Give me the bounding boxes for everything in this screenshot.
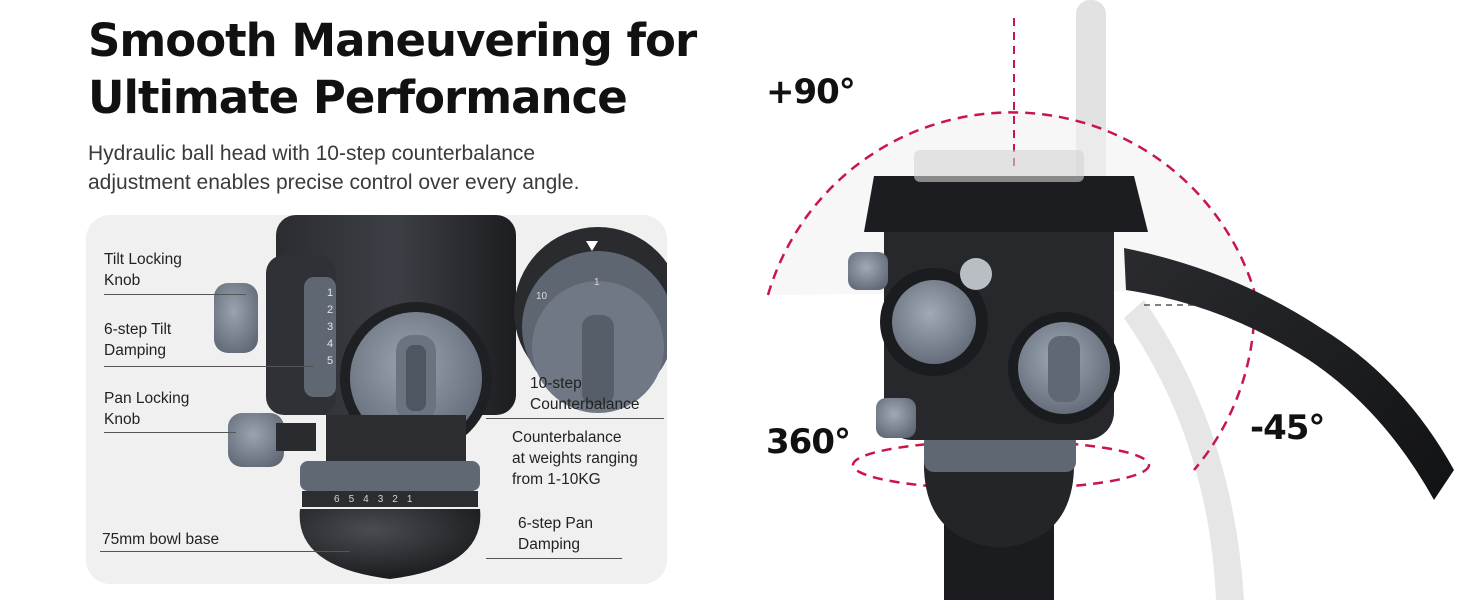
tilt-scale-mark: 2 <box>327 304 334 316</box>
callout-text: 6-step Pan <box>518 515 593 532</box>
tilt-scale-mark: 1 <box>327 287 334 299</box>
angle-label-down: -45° <box>1250 408 1325 448</box>
tilt-damping-wheel <box>304 277 336 397</box>
leader-line <box>104 366 314 367</box>
callout-text: Damping <box>518 536 581 553</box>
pan-scale: 654321 <box>334 494 421 505</box>
callout-text: Knob <box>104 411 141 428</box>
angle-label-pan: 360° <box>766 422 851 462</box>
callout-text: at weights ranging <box>512 450 638 467</box>
pan-scale-mark: 1 <box>406 494 422 505</box>
callout-tilt-damping: 6-step Tilt Damping <box>104 319 171 361</box>
callout-tilt-locking-knob: Tilt Locking Knob <box>104 249 182 291</box>
subtitle-line-2: adjustment enables precise control over … <box>88 171 580 194</box>
pan-scale-mark: 6 <box>334 494 349 505</box>
callout-text: from 1-10KG <box>512 471 601 488</box>
pan-scale-mark: 5 <box>348 494 364 505</box>
page-title: Smooth Maneuvering for Ultimate Performa… <box>88 12 697 126</box>
callout-text: 6-step Tilt <box>104 321 172 338</box>
callout-bowl-base: 75mm bowl base <box>102 529 219 550</box>
callout-text: 75mm bowl base <box>102 531 220 548</box>
callout-counterbalance: 10-step Counterbalance <box>530 373 639 415</box>
leader-line <box>486 418 664 419</box>
subtitle-line-1: Hydraulic ball head with 10-step counter… <box>88 142 536 165</box>
tilt-scale-mark: 5 <box>327 355 334 367</box>
tripod-head-illustration <box>214 215 667 579</box>
pan-scale-mark: 2 <box>392 494 407 505</box>
callout-pan-locking-knob: Pan Locking Knob <box>104 388 189 430</box>
leader-line <box>104 294 246 295</box>
tilt-scale: 1 2 3 4 5 <box>327 285 333 370</box>
callout-text: Counterbalance <box>512 429 622 446</box>
tilt-scale-mark: 3 <box>327 321 334 333</box>
zoom-scale-mark: 1 <box>594 277 600 288</box>
callout-weights: Counterbalance at weights ranging from 1… <box>512 427 638 490</box>
detail-panel: 1 2 3 4 5 654321 10 1 Tilt Locking Knob … <box>86 215 667 584</box>
tilt-scale-mark: 4 <box>327 338 334 350</box>
pan-scale-mark: 4 <box>363 494 378 505</box>
leader-line <box>104 432 236 433</box>
callout-text: Knob <box>104 272 141 289</box>
callout-pan-damping: 6-step Pan Damping <box>518 513 593 555</box>
leader-line <box>486 558 622 559</box>
callout-text: Counterbalance <box>530 396 640 413</box>
title-line-2: Ultimate Performance <box>88 71 628 124</box>
tilt-locking-knob <box>214 283 258 353</box>
angle-label-up: +90° <box>766 72 856 112</box>
pan-scale-mark: 3 <box>377 494 393 505</box>
bowl-base <box>299 509 481 579</box>
pan-damping-ring <box>300 461 480 491</box>
leader-line <box>100 551 350 552</box>
callout-text: Damping <box>104 342 167 359</box>
pan-locking-knob <box>228 413 284 467</box>
callout-text: Pan Locking <box>104 390 190 407</box>
callout-text: 10-step <box>530 375 582 392</box>
motion-range-illustration <box>766 0 1454 600</box>
subtitle: Hydraulic ball head with 10-step counter… <box>88 139 648 197</box>
title-line-1: Smooth Maneuvering for <box>88 14 697 67</box>
tilt-range-arc <box>766 111 1256 296</box>
zoom-scale-mark: 10 <box>536 291 548 302</box>
callout-text: Tilt Locking <box>104 251 182 268</box>
